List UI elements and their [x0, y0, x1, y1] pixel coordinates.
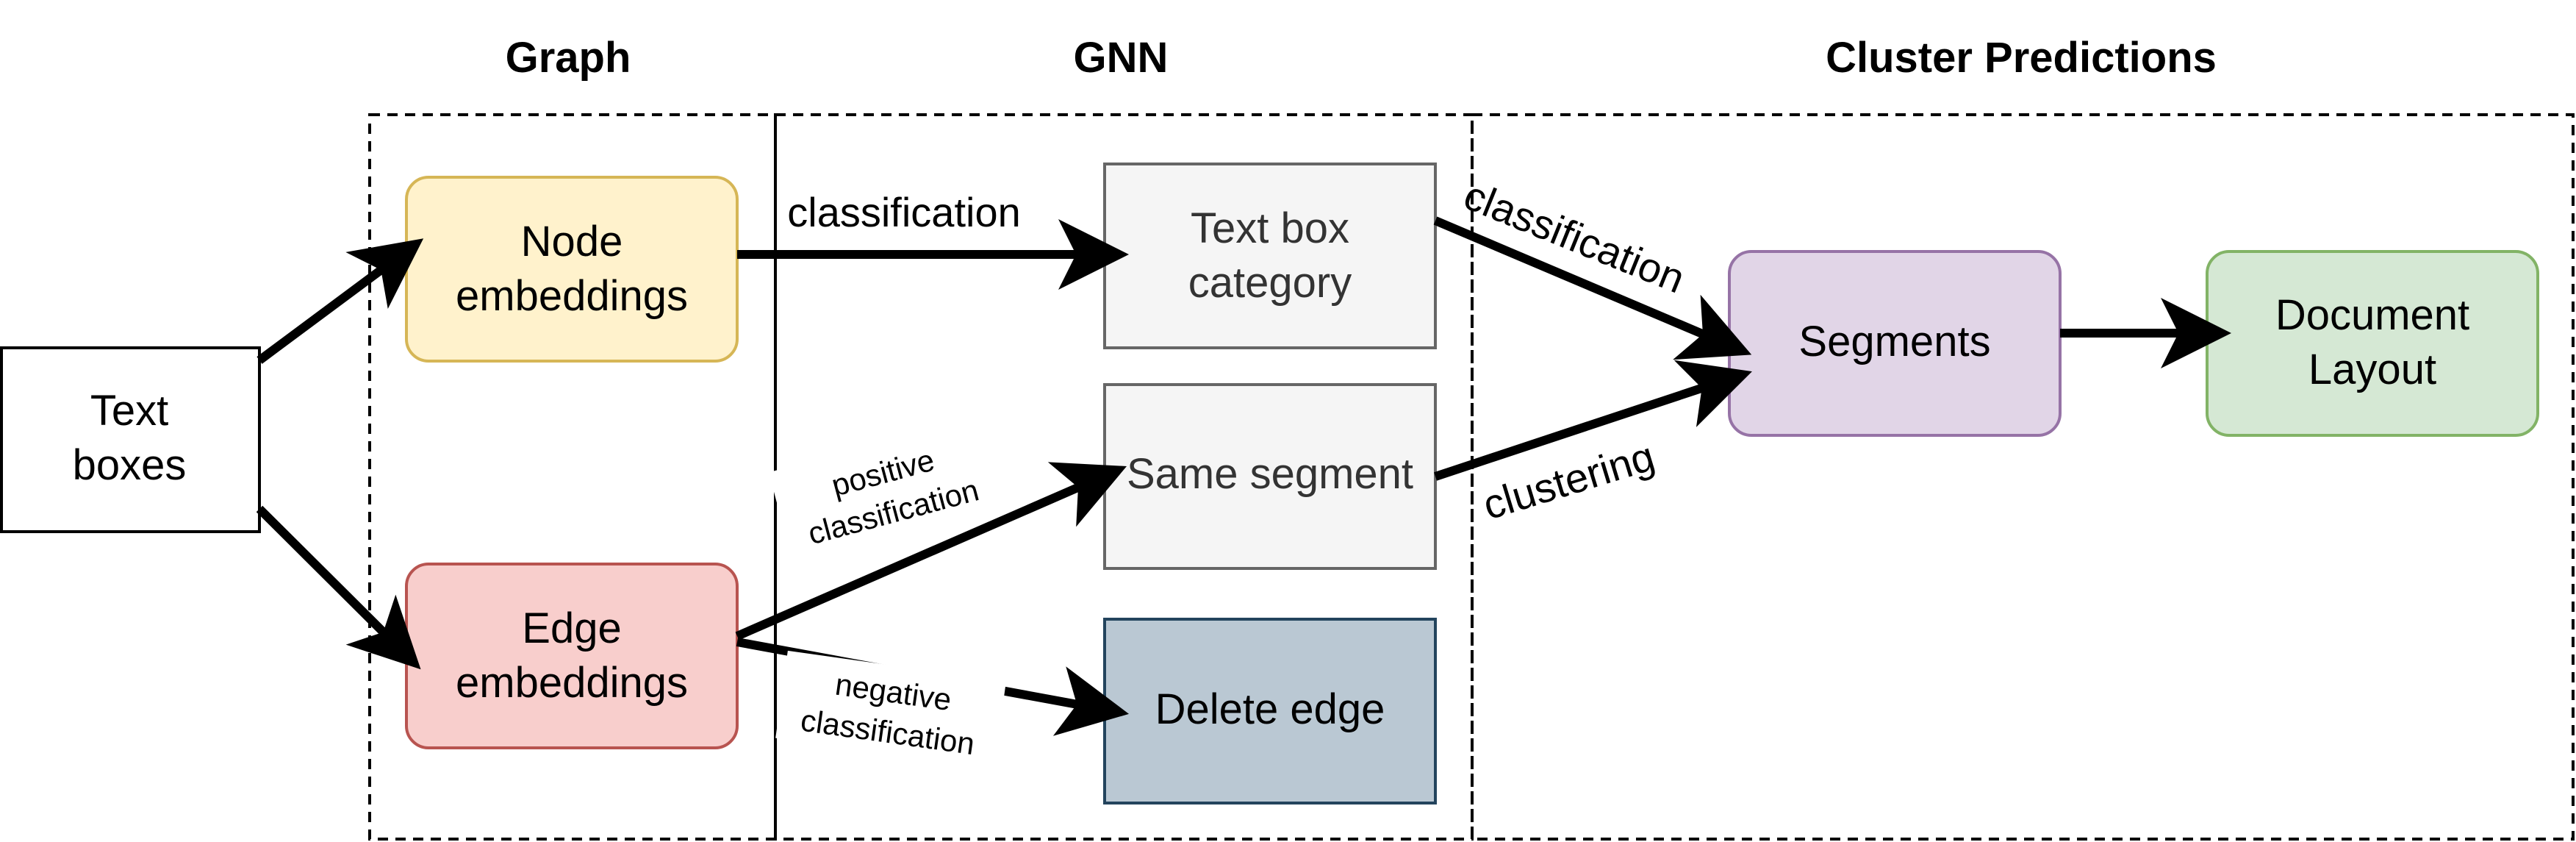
- text-box-category-node: [1103, 163, 1437, 349]
- text-box-category-label: Text box: [1191, 204, 1349, 252]
- text-boxes-node: [0, 346, 261, 533]
- edge-label-classification-top: classification: [787, 189, 1020, 235]
- same-segment-label: Same segment: [1127, 450, 1413, 498]
- same-segment-node: [1103, 383, 1437, 570]
- section-title-cluster-predictions: Cluster Predictions: [1826, 34, 2217, 82]
- node-embeddings-label: Node: [521, 218, 623, 265]
- delete-edge-label: Delete edge: [1155, 685, 1385, 733]
- node-embeddings-node: [405, 176, 739, 363]
- negative-label-background: [775, 650, 1006, 769]
- document-layout-node: [2206, 250, 2539, 437]
- text-boxes-label: Text: [90, 387, 168, 435]
- edge-embeddings-label: embeddings: [456, 659, 688, 707]
- arrow-same-segment-to-segments: [1434, 360, 1752, 481]
- edge-embeddings-label: Edge: [522, 604, 621, 652]
- document-layout-label: Document: [2275, 291, 2469, 339]
- cluster-section-frame: [1471, 113, 2575, 841]
- edge-label-clustering: clustering: [1477, 432, 1660, 528]
- segments-label: Segments: [1798, 318, 1990, 365]
- node-embeddings-label: embeddings: [456, 272, 688, 320]
- section-title-gnn: GNN: [1074, 34, 1169, 82]
- arrow-edge-embeddings-to-same-segment: [735, 462, 1127, 641]
- positive-label-background: [768, 415, 1005, 558]
- edge-embeddings-node: [405, 563, 739, 749]
- arrow-category-to-segments: [1433, 216, 1752, 360]
- arrow-textboxes-to-edge-embeddings: [256, 505, 421, 670]
- document-layout-label: Layout: [2308, 346, 2436, 393]
- text-boxes-label: boxes: [73, 441, 187, 489]
- arrow-textboxes-to-node-embeddings: [256, 238, 424, 364]
- text-box-category-label: category: [1188, 259, 1352, 307]
- section-title-graph: Graph: [506, 34, 631, 82]
- delete-edge-node: [1103, 618, 1437, 804]
